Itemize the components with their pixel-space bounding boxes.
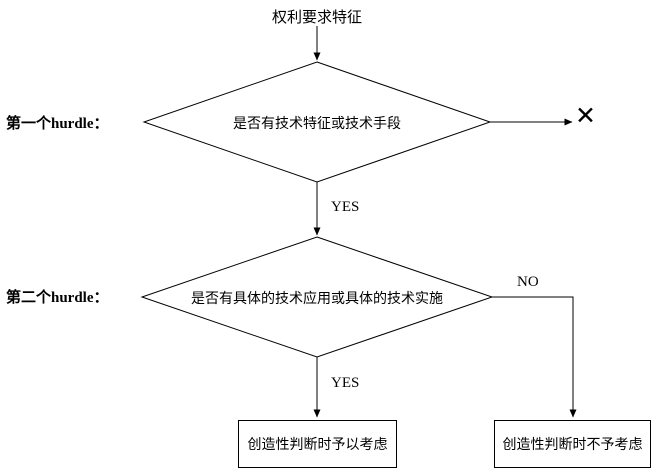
flow-start-label: 权利要求特征: [271, 10, 362, 26]
decision2-yes-label: YES: [331, 375, 360, 391]
result-box-not-considered: 创造性判断时不予考虑: [494, 420, 651, 468]
decision1-text: 是否有技术特征或技术手段: [233, 117, 401, 132]
hurdle1-label: 第一个hurdle：: [6, 116, 109, 132]
result-not-considered-text: 创造性判断时不予考虑: [502, 438, 643, 453]
result-considered-text: 创造性判断时予以考虑: [247, 438, 388, 453]
decision2-text: 是否有具体的技术应用或具体的技术实施: [191, 292, 443, 307]
decision2-no-label: NO: [517, 274, 539, 290]
hurdle2-label: 第二个hurdle：: [6, 290, 109, 306]
decision1-yes-label: YES: [331, 199, 360, 215]
arrow-decision2-no-branch: [492, 296, 577, 418]
reject-x-icon: ✕: [575, 101, 596, 130]
result-box-considered: 创造性判断时予以考虑: [238, 420, 397, 468]
